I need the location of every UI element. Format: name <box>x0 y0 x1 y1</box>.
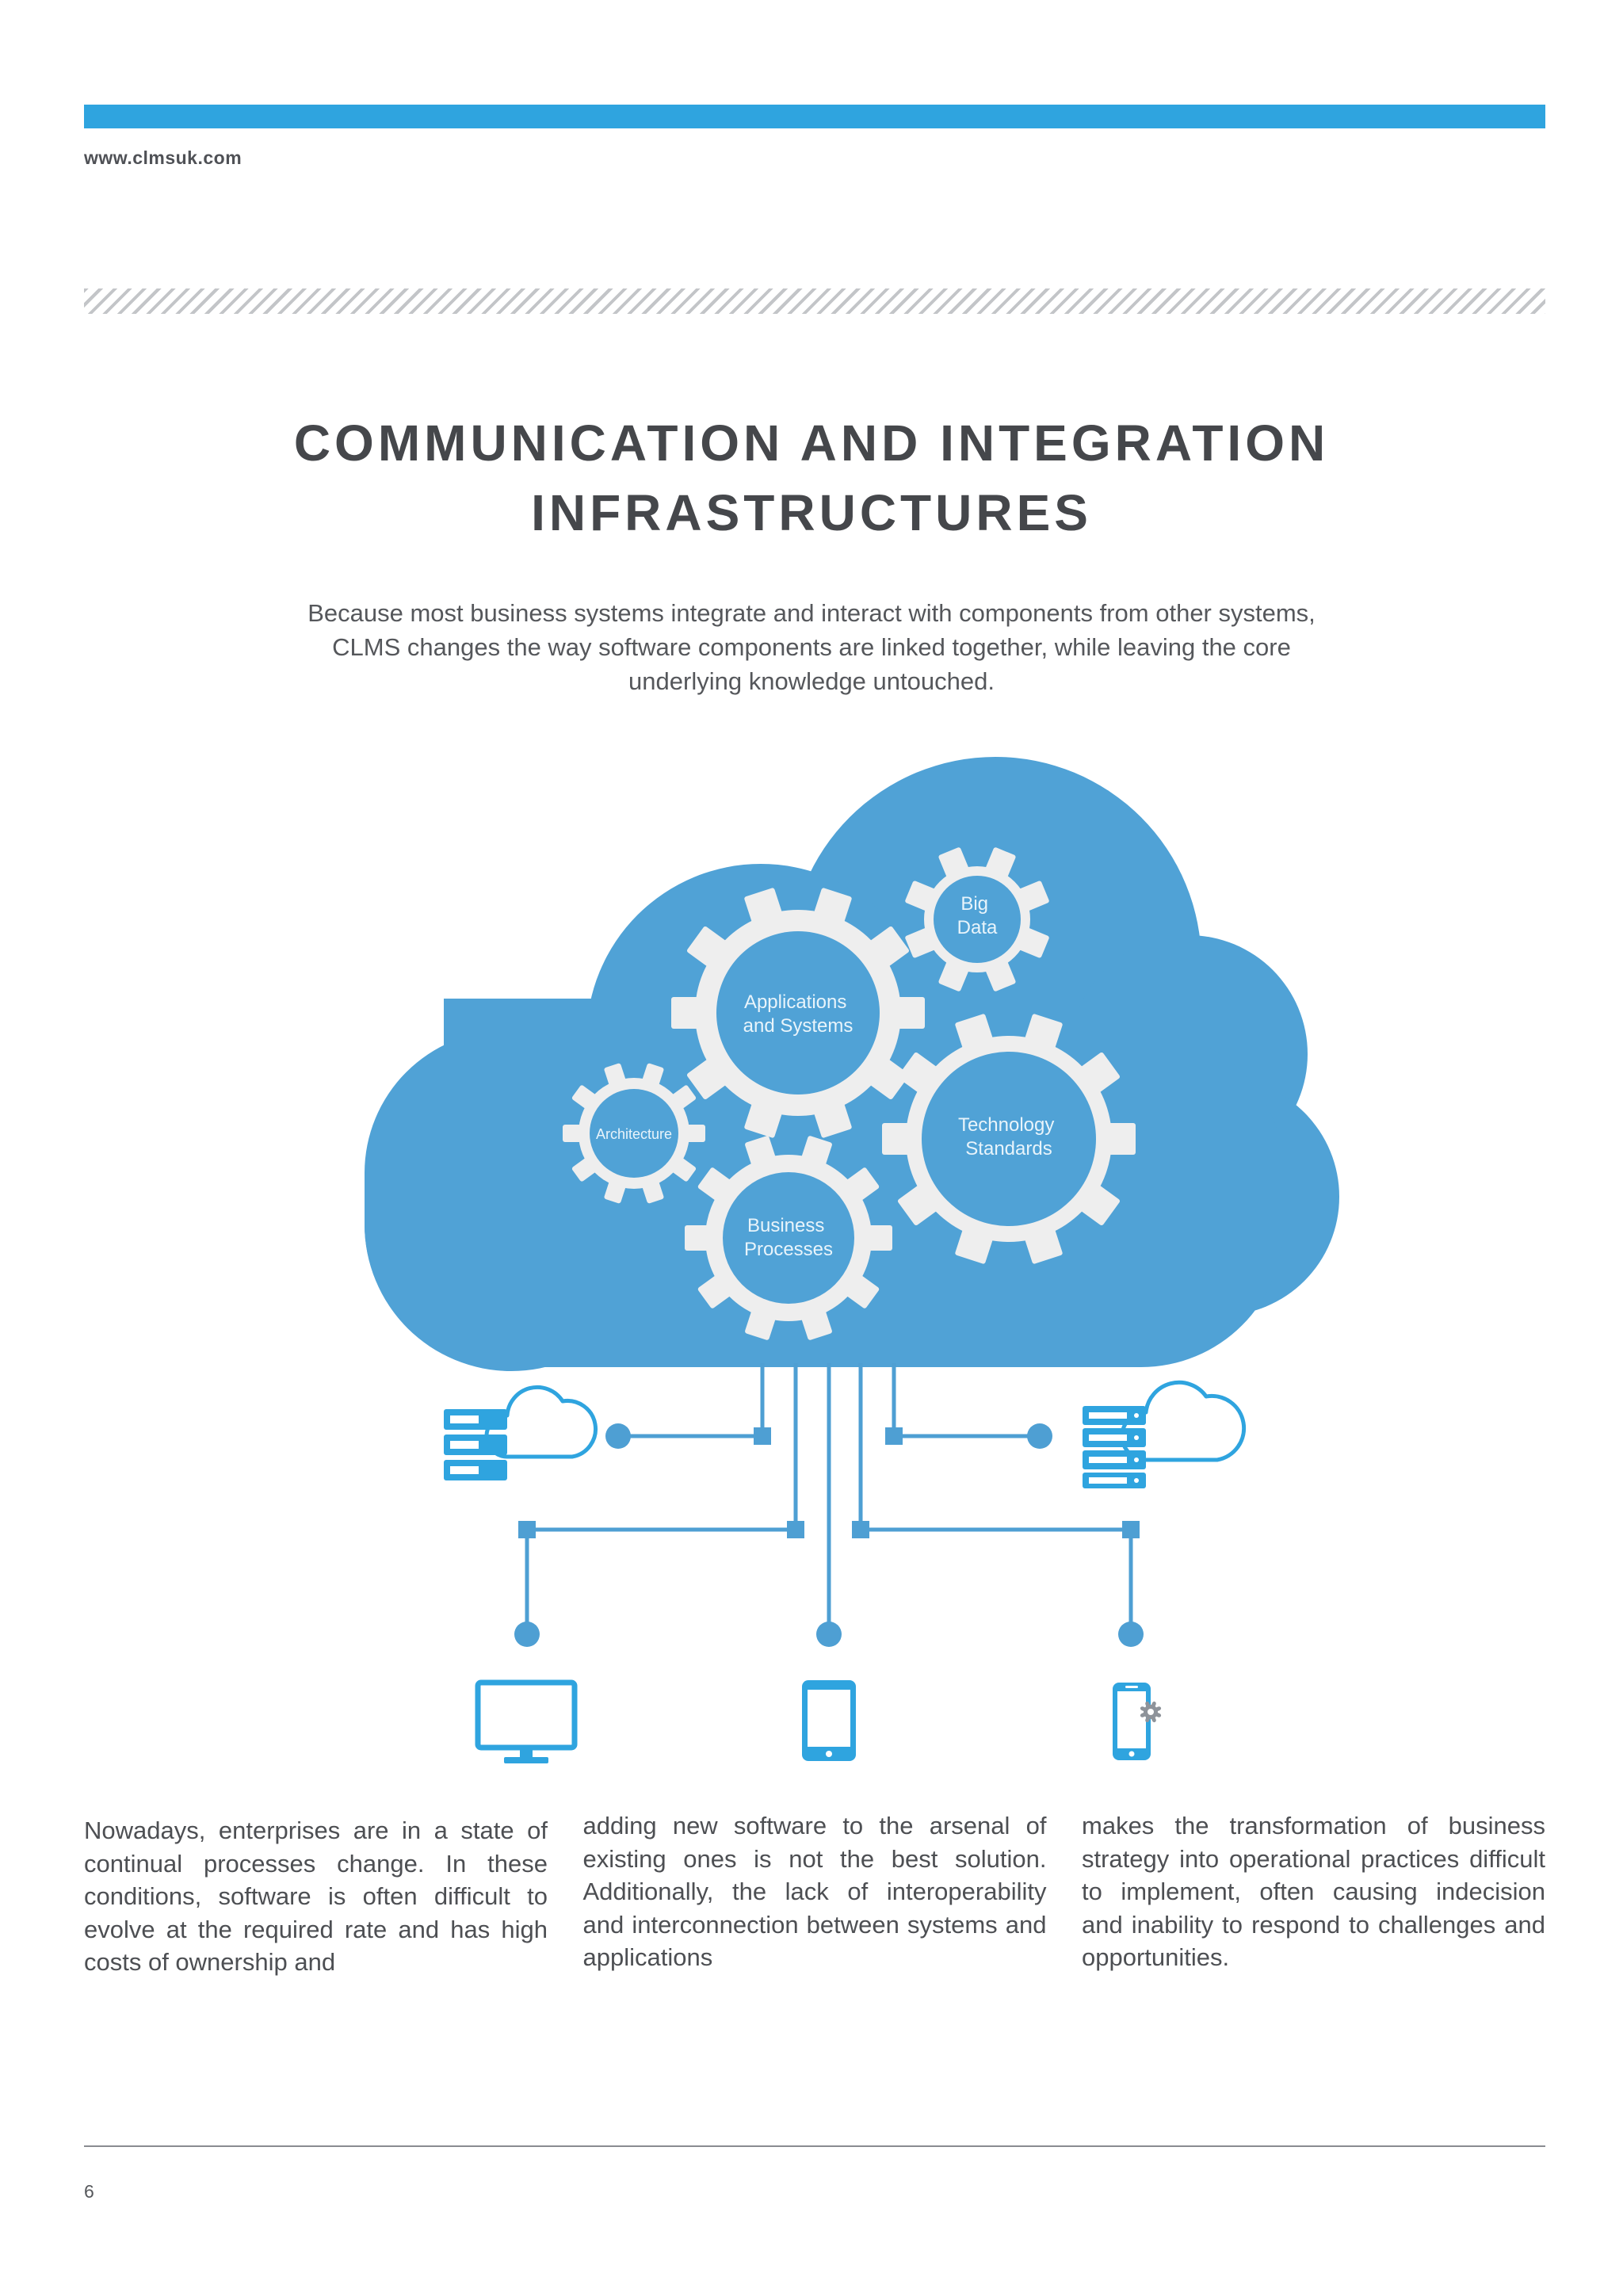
intro-line-1: Because most business systems integrate … <box>307 599 1316 627</box>
intro-line-3: underlying knowledge untouched. <box>628 667 995 695</box>
gear-tooth <box>685 1125 705 1142</box>
body-columns: Nowadays, enterprises are in a state of … <box>84 1809 1545 1979</box>
connector-nodes <box>514 1423 1144 1647</box>
page-number: 6 <box>84 2181 94 2202</box>
gear-label-technology: Technology Standards <box>958 1114 1060 1159</box>
site-url[interactable]: www.clmsuk.com <box>84 147 242 168</box>
footer-rule <box>84 2145 1545 2147</box>
smartphone-settings-icon <box>1113 1683 1162 1760</box>
intro-line-2: CLMS changes the way software components… <box>332 633 1291 661</box>
gear-architecture <box>563 1063 705 1204</box>
gear-label-big-data: Big Data <box>957 893 998 938</box>
connector-lines <box>525 1363 1133 1634</box>
body-column-1: Nowadays, enterprises are in a state of … <box>84 1817 548 1976</box>
monitor-icon <box>475 1679 578 1763</box>
tablet-icon <box>802 1680 856 1761</box>
gear-tooth <box>685 1225 710 1251</box>
gear-big-data <box>905 847 1049 991</box>
gear-label-business: Business Processes <box>744 1215 833 1260</box>
hatched-divider <box>84 288 1545 314</box>
intro-paragraph: Because most business systems integrate … <box>217 596 1406 698</box>
gear-label-architecture: Architecture <box>596 1126 672 1142</box>
gear-tooth <box>1107 1123 1136 1155</box>
body-column-2: adding new software to the arsenal of ex… <box>582 1812 1047 1971</box>
page-title-line-2: INFRASTRUCTURES <box>531 484 1092 541</box>
top-accent-bar <box>84 105 1545 128</box>
cloud-integration-diagram: Big Data Applications and Systems Archit… <box>365 757 1339 1763</box>
gear-tooth <box>671 997 700 1029</box>
body-column-3: makes the transformation of business str… <box>1082 1812 1545 1971</box>
gear-business-processes <box>685 1136 892 1340</box>
gear-tooth <box>896 997 925 1029</box>
server-cloud-icon <box>444 1385 598 1480</box>
gear-tooth <box>867 1225 892 1251</box>
page-title: COMMUNICATION AND INTEGRATION INFRASTRUC… <box>0 408 1623 548</box>
gear-tooth <box>563 1125 583 1142</box>
gear-label-applications: Applications and Systems <box>743 991 854 1037</box>
gear-applications-systems <box>671 888 925 1138</box>
page-title-line-1: COMMUNICATION AND INTEGRATION <box>293 415 1330 472</box>
gear-technology-standards <box>882 1014 1136 1264</box>
server-cloud-icon <box>1083 1380 1247 1488</box>
gear-tooth <box>882 1123 911 1155</box>
